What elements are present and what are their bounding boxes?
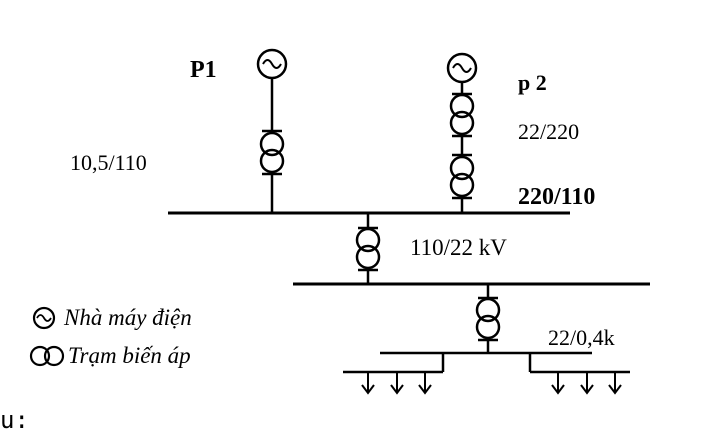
load-group-right bbox=[551, 372, 622, 395]
load-arrow-icon bbox=[390, 372, 404, 395]
transformer-t2-icon bbox=[449, 93, 475, 136]
transformer-t2-label: 22/220 bbox=[518, 119, 579, 144]
transformer-t4-icon bbox=[355, 227, 381, 270]
transformer-t3-label: 220/110 bbox=[518, 184, 595, 210]
generator-p2-label: p 2 bbox=[518, 70, 547, 95]
transformer-t1-icon bbox=[259, 131, 285, 174]
load-arrow-icon bbox=[608, 372, 622, 395]
legend-substation-label: Trạm biến áp bbox=[68, 343, 191, 368]
load-arrow-icon bbox=[551, 372, 565, 395]
generator-p1 bbox=[256, 48, 288, 80]
transformer-t1-label: 10,5/110 bbox=[70, 150, 147, 175]
sine-wave-icon bbox=[452, 63, 472, 73]
sine-wave-icon bbox=[262, 59, 282, 69]
transformer-t5-icon bbox=[475, 297, 501, 340]
load-arrow-icon bbox=[418, 372, 432, 395]
load-arrow-icon bbox=[580, 372, 594, 395]
generator-p2 bbox=[446, 52, 478, 84]
transformer-t4-label: 110/22 kV bbox=[410, 235, 507, 260]
legend-plant-icon bbox=[32, 306, 56, 330]
legend-substation-icon bbox=[29, 345, 65, 367]
load-arrow-icon bbox=[361, 372, 375, 395]
transformer-t3-icon bbox=[449, 155, 475, 198]
legend: Nhà máy điện Trạm biến áp bbox=[29, 305, 192, 368]
generator-p1-label: P1 bbox=[190, 57, 217, 83]
legend-plant-label: Nhà máy điện bbox=[63, 305, 192, 330]
transformer-t5-label: 22/0,4k bbox=[548, 325, 615, 350]
load-group-left bbox=[361, 372, 432, 395]
footer-text: u: bbox=[0, 406, 29, 434]
